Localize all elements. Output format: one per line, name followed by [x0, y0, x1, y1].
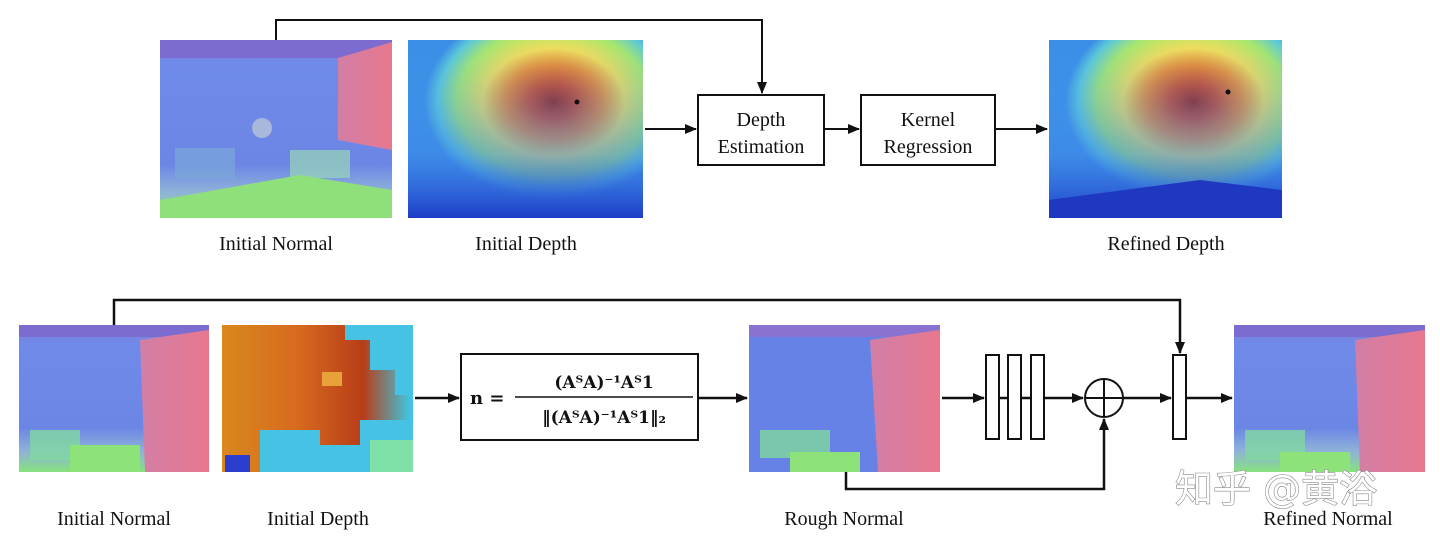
- bottom-initial-depth-caption: Initial Depth: [267, 508, 369, 530]
- formula-denominator: ‖(AᵀA)⁻¹Aᵀ1‖₂: [542, 408, 666, 428]
- conv-layer-2: [1008, 355, 1021, 439]
- refined-depth-image: [1049, 40, 1282, 218]
- kernel-regression-box: Kernel Regression: [861, 95, 995, 165]
- conv-layer-1: [986, 355, 999, 439]
- refined-depth-caption: Refined Depth: [1107, 233, 1224, 255]
- conv-layer-stack: [986, 355, 1044, 439]
- normal-formula-box: n = (AᵀA)⁻¹Aᵀ1 ‖(AᵀA)⁻¹Aᵀ1‖₂: [461, 354, 698, 440]
- top-initial-depth-caption: Initial Depth: [475, 233, 577, 255]
- conv-layer-3: [1031, 355, 1044, 439]
- kernel-regression-line1: Kernel: [901, 109, 956, 131]
- top-initial-normal-caption: Initial Normal: [219, 233, 333, 255]
- formula-lhs: n =: [470, 388, 504, 409]
- kernel-regression-line2: Regression: [884, 136, 973, 158]
- depth-estimation-box: Depth Estimation: [698, 95, 824, 165]
- bottom-initial-depth-image: [222, 325, 413, 472]
- sum-node: [1085, 379, 1123, 417]
- formula-numerator: (AᵀA)⁻¹Aᵀ1: [554, 373, 653, 393]
- rough-normal-caption: Rough Normal: [784, 508, 904, 530]
- depth-estimation-line2: Estimation: [718, 136, 805, 158]
- depth-estimation-line1: Depth: [737, 109, 786, 131]
- bottom-initial-normal-image: [19, 325, 209, 472]
- rough-normal-image: [749, 325, 940, 472]
- refined-normal-caption: Refined Normal: [1263, 508, 1393, 530]
- refined-normal-image: [1234, 325, 1425, 472]
- top-initial-depth-image: [408, 40, 643, 218]
- concat-layer: [1173, 355, 1186, 439]
- watermark: 知乎 @黄浴: [1175, 467, 1377, 511]
- bottom-initial-normal-caption: Initial Normal: [57, 508, 171, 530]
- top-initial-normal-image: [160, 40, 392, 218]
